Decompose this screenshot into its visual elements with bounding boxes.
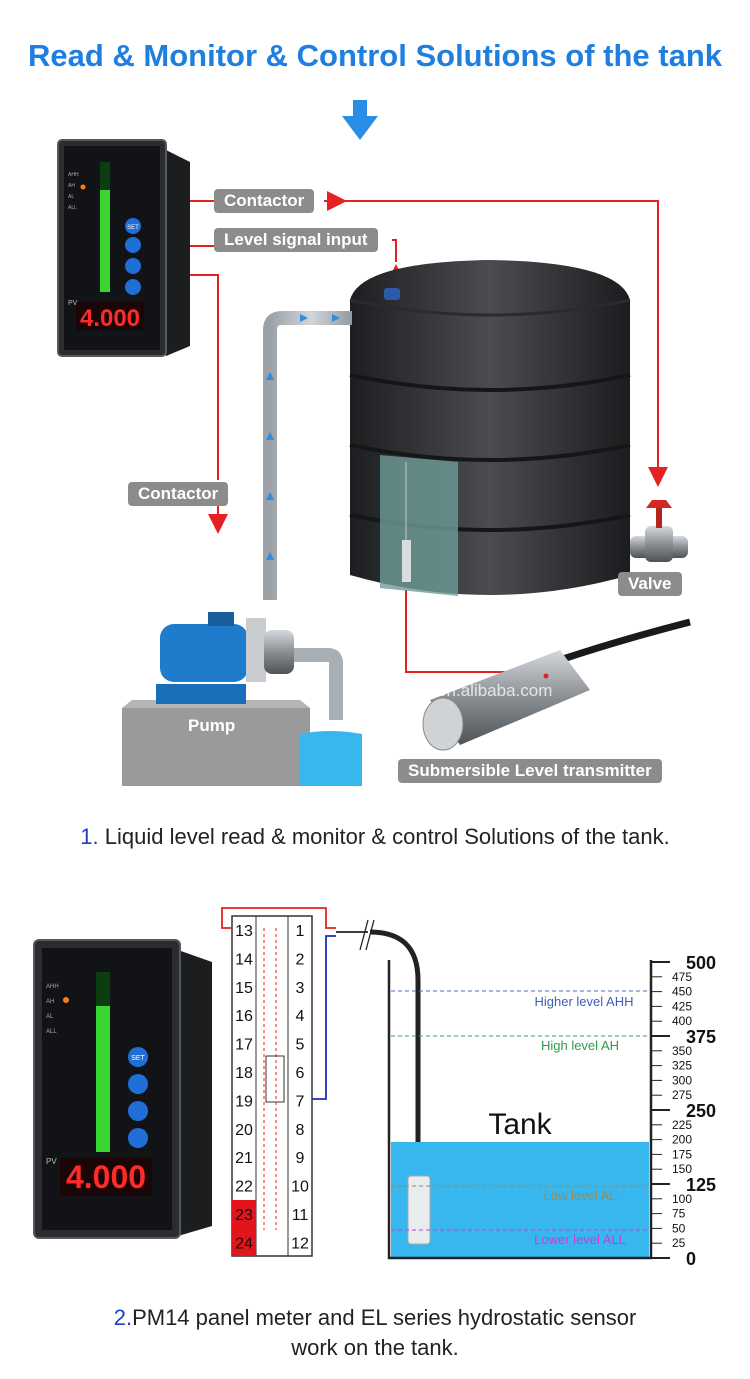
terminal-2: 2 <box>296 951 305 968</box>
terminal-10: 10 <box>291 1179 309 1196</box>
terminal-1: 1 <box>296 923 305 940</box>
terminal-5: 5 <box>296 1037 305 1054</box>
tank-label: Tank <box>488 1108 552 1141</box>
terminal-15: 15 <box>235 980 253 997</box>
sensor-wires <box>221 907 421 1176</box>
meter-1-pv-label: PV <box>68 300 78 307</box>
cable-break-icon <box>359 919 375 951</box>
pump-label: Pump <box>188 716 236 735</box>
terminal-6: 6 <box>296 1065 305 1082</box>
scale-label-375: 375 <box>686 1027 716 1047</box>
meter-1-alarm-al: AL <box>68 194 74 200</box>
scale-label-300: 300 <box>672 1073 692 1087</box>
valve-label: Valve <box>618 572 682 596</box>
scale-label-175: 175 <box>672 1147 692 1161</box>
meter-1-set-button: SET <box>127 225 139 231</box>
down-arrow-icon <box>342 100 378 140</box>
level-ahh-label: Higher level AHH <box>535 994 634 1009</box>
meter-2-alarm-ahh: AHH <box>46 984 59 990</box>
scale-label-500: 500 <box>686 953 716 973</box>
level-al-label: Low level AL <box>544 1188 617 1203</box>
caption-2: 2.PM14 panel meter and EL series hydrost… <box>0 1303 750 1363</box>
terminal-4: 4 <box>296 1008 305 1025</box>
meter-2-pv-label: PV <box>46 1157 57 1166</box>
level-ah-label: High level AH <box>541 1038 619 1053</box>
scale-label-0: 0 <box>686 1249 696 1269</box>
water-tank <box>349 260 631 596</box>
scale-label-100: 100 <box>672 1192 692 1206</box>
terminal-24: 24 <box>235 1235 253 1252</box>
meter-1-display: 4.000 <box>80 305 140 332</box>
terminal-14: 14 <box>235 951 253 968</box>
terminal-20: 20 <box>235 1122 253 1139</box>
watermark: shjiamin.en.alibaba.com <box>370 681 552 700</box>
meter-2-set-button: SET <box>131 1055 145 1062</box>
contactor-left-label: Contactor <box>128 482 229 506</box>
pump <box>122 612 310 786</box>
terminal-17: 17 <box>235 1037 253 1054</box>
terminal-12: 12 <box>291 1235 309 1252</box>
caption-2-line1: PM14 panel meter and EL series hydrostat… <box>132 1305 637 1330</box>
scale-label-275: 275 <box>672 1088 692 1102</box>
caption-1-text: Liquid level read & monitor & control So… <box>98 824 670 849</box>
panel-meter-2 <box>33 939 212 1239</box>
valve <box>630 500 688 562</box>
contactor-top-label: Contactor <box>214 189 315 213</box>
submersible-transmitter <box>422 618 691 751</box>
signal-lines <box>190 191 668 673</box>
scale-label-50: 50 <box>672 1221 686 1235</box>
terminal-18: 18 <box>235 1065 253 1082</box>
scale-label-75: 75 <box>672 1207 686 1221</box>
terminal-19: 19 <box>235 1093 253 1110</box>
meter-1-alarm-all: ALL <box>68 205 77 211</box>
caption-1: 1. Liquid level read & monitor & control… <box>0 824 750 850</box>
meter-1-alarm-ahh: AHH <box>68 172 79 178</box>
pipe <box>263 311 352 720</box>
terminal-9: 9 <box>296 1150 305 1167</box>
scale-label-150: 150 <box>672 1162 692 1176</box>
terminal-22: 22 <box>235 1179 253 1196</box>
page-title: Read & Monitor & Control Solutions of th… <box>27 38 723 73</box>
tank-vessel <box>387 960 653 1260</box>
meter-2-alarm-all: ALL <box>46 1029 57 1035</box>
scale-label-400: 400 <box>672 1014 692 1028</box>
scale-label-325: 325 <box>672 1059 692 1073</box>
meter-2-alarm-al: AL <box>46 1014 54 1020</box>
meter-2-display: 4.000 <box>66 1159 146 1195</box>
panel-meter-1 <box>57 139 190 357</box>
scale-label-225: 225 <box>672 1118 692 1132</box>
terminal-23: 23 <box>235 1207 253 1224</box>
scale-label-425: 425 <box>672 999 692 1013</box>
water-pool <box>300 731 362 786</box>
caption-2-line2: work on the tank. <box>291 1335 459 1360</box>
terminal-16: 16 <box>235 1008 253 1025</box>
terminal-3: 3 <box>296 980 305 997</box>
scale-label-350: 350 <box>672 1044 692 1058</box>
terminal-13: 13 <box>235 923 253 940</box>
meter-1-alarm-ah: AH <box>68 183 75 189</box>
terminal-7: 7 <box>296 1093 305 1110</box>
flow-arrows <box>266 314 340 560</box>
terminal-21: 21 <box>235 1150 253 1167</box>
transmitter-label: Submersible Level transmitter <box>398 759 662 783</box>
terminal-11: 11 <box>292 1207 309 1224</box>
level-signal-label: Level signal input <box>214 228 378 252</box>
scale-label-250: 250 <box>686 1101 716 1121</box>
terminal-8: 8 <box>296 1122 305 1139</box>
meter-2-alarm-ah: AH <box>46 999 54 1005</box>
terminal-block <box>231 915 313 1257</box>
diagram-1: 4.000 PV SET <box>57 100 691 786</box>
scale-label-450: 450 <box>672 985 692 999</box>
terminals-left: 13 14 15 16 17 18 19 20 21 22 23 24 <box>235 923 253 1252</box>
level-all-label: Lower level ALL <box>534 1232 626 1247</box>
caption-2-number: 2. <box>113 1305 133 1330</box>
scale-label-200: 200 <box>672 1133 692 1147</box>
scale-label-25: 25 <box>672 1236 686 1250</box>
caption-1-number: 1. <box>80 824 99 849</box>
scale-label-475: 475 <box>672 970 692 984</box>
scale-label-125: 125 <box>686 1175 716 1195</box>
